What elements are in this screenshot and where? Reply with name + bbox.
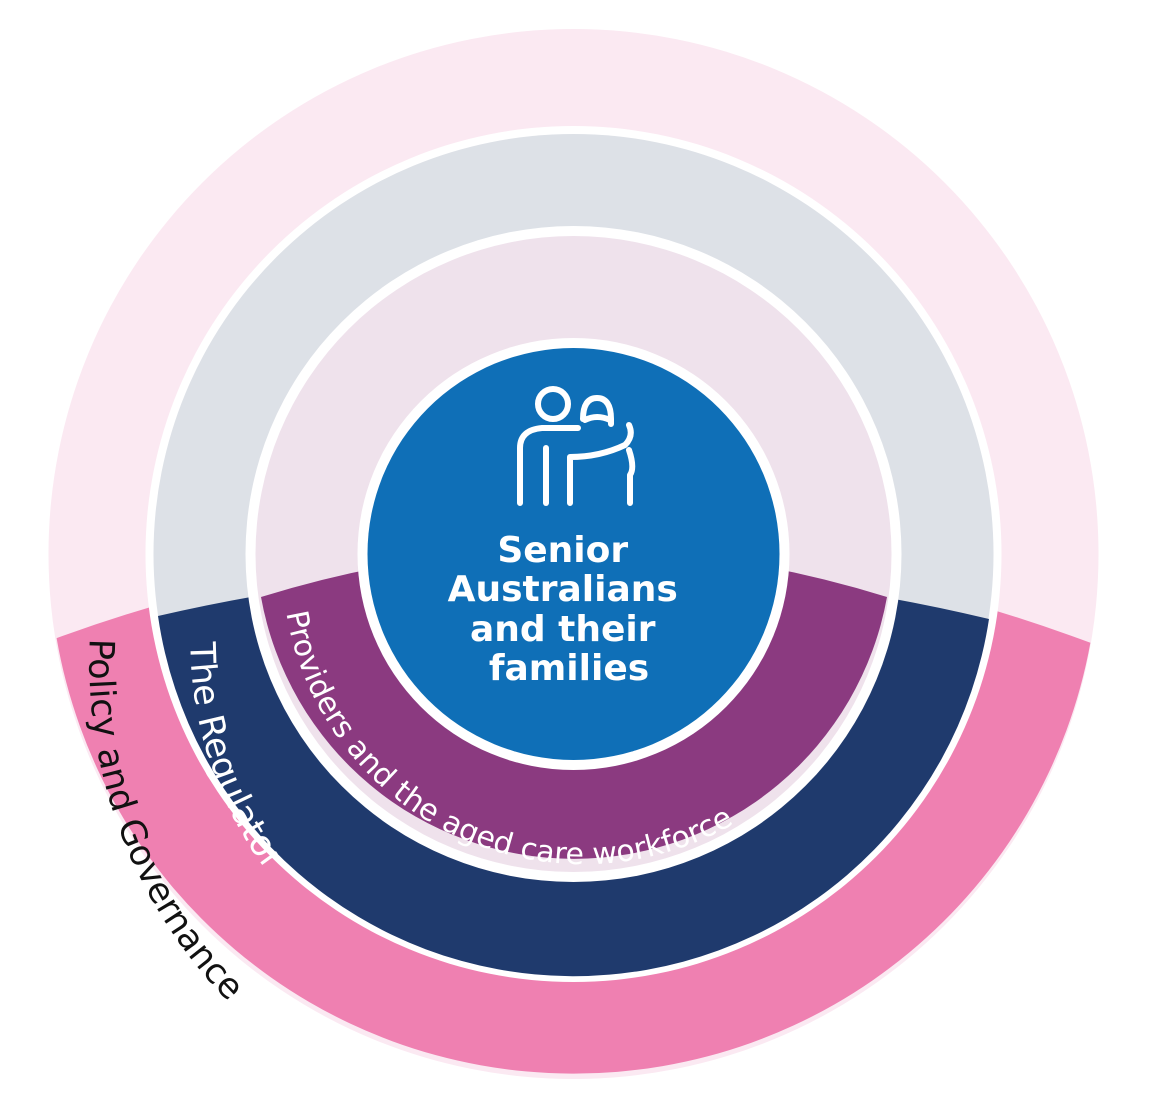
- center-label-line-4: families: [489, 648, 649, 689]
- center-label-line-3: and their: [470, 609, 656, 650]
- center-label-line-2: Australians: [448, 569, 678, 610]
- center-label: Senior Australians and their families: [448, 530, 691, 689]
- center-label-line-1: Senior: [497, 530, 628, 571]
- people-support-icon: [517, 386, 636, 506]
- center-circle: [367, 348, 780, 760]
